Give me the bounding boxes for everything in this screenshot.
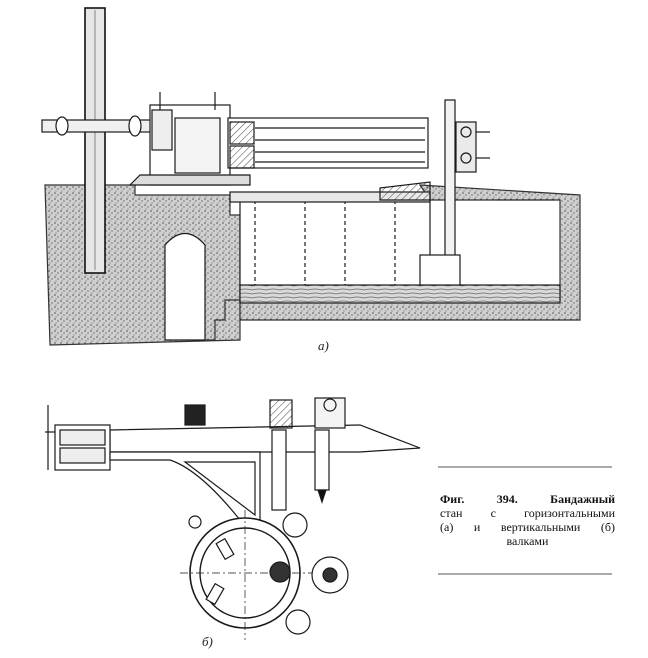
caption-line-3: (а) и вертикальными (б) xyxy=(440,520,615,534)
roll-bottom xyxy=(285,609,311,635)
arch-opening xyxy=(164,232,206,341)
arm-table xyxy=(109,424,421,453)
caption-num: 394. xyxy=(496,492,518,506)
figure-caption: Фиг. 394. Бандажный стан с горизонтальны… xyxy=(440,492,615,548)
caption-line-2: стан с горизонтальными xyxy=(440,506,615,520)
pit-frame xyxy=(239,197,431,299)
roll-top xyxy=(282,512,308,538)
figure-a xyxy=(41,7,581,346)
caption-fig: Фиг. xyxy=(440,492,465,506)
foundation-masonry xyxy=(44,184,241,346)
caption-line-4: валками xyxy=(506,534,549,548)
roll-housing xyxy=(227,117,429,169)
figure-b xyxy=(45,397,421,640)
label-fig-a: а) xyxy=(318,338,329,353)
roll-center xyxy=(269,561,291,583)
label-fig-b: б) xyxy=(202,634,213,649)
caption-title: Бандажный xyxy=(550,492,615,506)
caption-line-1: Фиг. 394. Бандажный xyxy=(440,492,615,506)
